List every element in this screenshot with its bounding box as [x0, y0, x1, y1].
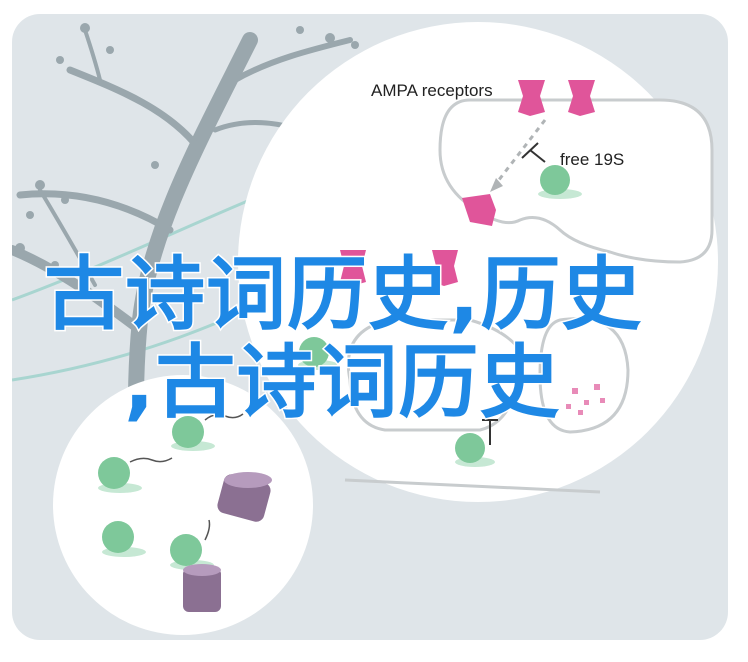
degraded-fragments — [566, 384, 605, 415]
overlay-title-line-2: ,古诗词历史 — [122, 336, 561, 429]
free-19s-label: free 19S — [560, 150, 624, 169]
ampa-receptor — [568, 80, 595, 116]
postsynaptic-spine-right — [538, 317, 630, 434]
overlay-title-line-1: 古诗词历史,历史 — [42, 248, 643, 341]
neuron-spines — [15, 23, 359, 269]
spine-proteasome — [455, 433, 495, 467]
ampa-receptor — [518, 80, 545, 116]
dendrite-shaft — [344, 478, 601, 494]
spine-ampa-receptor — [340, 250, 458, 286]
proteasome-cap — [183, 564, 221, 612]
spine-proteasome — [298, 337, 338, 370]
inhibition-mark — [521, 142, 546, 163]
presynaptic-membrane — [438, 98, 714, 264]
proteasome-cap — [217, 472, 272, 522]
internalized-receptor — [462, 194, 496, 226]
ampa-receptors-label: AMPA receptors — [371, 81, 493, 100]
ubiquitin-chains — [129, 413, 244, 541]
arrow-head — [490, 178, 503, 192]
free-19s-particle — [538, 165, 582, 199]
proteasome-group — [98, 416, 215, 570]
lower-zoom-circle — [53, 375, 313, 635]
postsynaptic-spine-left — [346, 318, 522, 432]
internalization-arrow — [493, 119, 547, 186]
inhibition-mark-2 — [482, 419, 498, 445]
